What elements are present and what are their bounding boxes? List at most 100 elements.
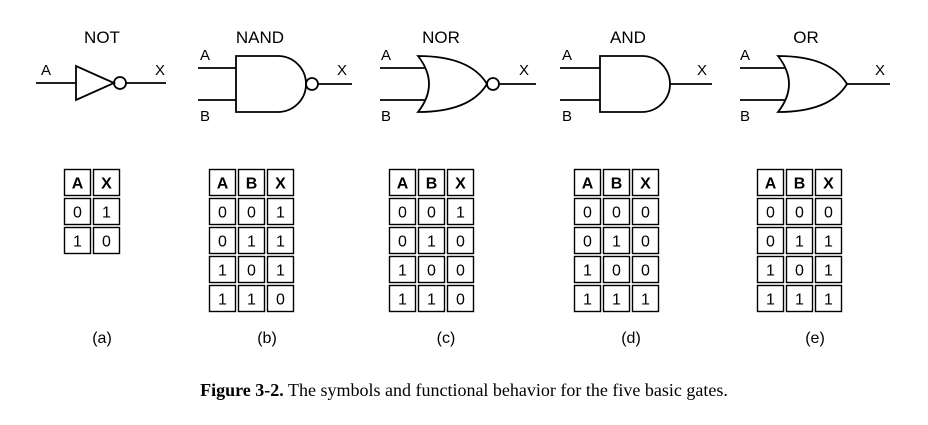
nor-input-b-label: B (381, 108, 391, 125)
table-cell: 1 (276, 205, 285, 222)
table-cell-border (631, 168, 660, 197)
table-cell: 0 (795, 263, 804, 280)
and-gate-symbol (560, 55, 712, 113)
table-cell-border (237, 255, 266, 284)
table-cell: 0 (102, 234, 111, 251)
table-cell: 1 (641, 292, 650, 309)
subfigure-label-c: (c) (437, 330, 456, 347)
and-input-b-label: B (562, 108, 572, 125)
table-cell: 1 (766, 263, 775, 280)
table-cell-border (785, 168, 814, 197)
table-cell: 0 (398, 205, 407, 222)
table-cell-border (237, 168, 266, 197)
table-cell: 0 (641, 263, 650, 280)
table-cell-border (756, 197, 785, 226)
table-cell: 1 (824, 234, 833, 251)
table-cell-border (814, 168, 843, 197)
not-input-a-label: A (41, 62, 51, 79)
table-cell: 1 (824, 263, 833, 280)
table-cell-border (266, 168, 295, 197)
table-cell-border (417, 284, 446, 313)
table-header-cell: X (455, 176, 466, 193)
table-cell-border (573, 284, 602, 313)
table-cell-border (388, 284, 417, 313)
table-cell: 0 (456, 263, 465, 280)
table-header-cell: X (640, 176, 651, 193)
table-header-cell: A (397, 176, 409, 193)
table-cell: 0 (247, 263, 256, 280)
table-cell-border (756, 226, 785, 255)
table-cell: 1 (276, 234, 285, 251)
table-cell: 1 (824, 292, 833, 309)
table-cell: 1 (276, 263, 285, 280)
table-cell-border (417, 255, 446, 284)
subfigure-label-a: (a) (92, 330, 112, 347)
gate-name-not: NOT (84, 28, 120, 47)
table-cell-border (446, 284, 475, 313)
table-cell-border (814, 255, 843, 284)
or-gate-symbol (740, 55, 890, 113)
table-cell-border (63, 197, 92, 226)
table-cell-border (417, 197, 446, 226)
gate-name-and: AND (610, 28, 646, 47)
table-cell-border (92, 226, 121, 255)
table-cell-border (266, 255, 295, 284)
table-cell: 0 (824, 205, 833, 222)
table-cell: 1 (766, 292, 775, 309)
table-cell: 0 (218, 234, 227, 251)
table-cell: 1 (247, 292, 256, 309)
table-cell: 0 (766, 205, 775, 222)
table-cell-border (814, 197, 843, 226)
table-cell-border (446, 226, 475, 255)
caption-text: The symbols and functional behavior for … (283, 380, 728, 400)
table-cell: 1 (583, 292, 592, 309)
table-cell-border (446, 168, 475, 197)
table-cell: 0 (583, 205, 592, 222)
table-cell: 0 (398, 234, 407, 251)
table-cell-border (208, 284, 237, 313)
table-cell-border (756, 284, 785, 313)
table-cell-border (208, 255, 237, 284)
table-cell-border (785, 226, 814, 255)
table-cell-border (756, 168, 785, 197)
table-header-cell: B (426, 176, 438, 193)
table-header-cell: X (101, 176, 112, 193)
table-cell-border (602, 284, 631, 313)
subfigure-label-d: (d) (621, 330, 641, 347)
table-cell-border (814, 226, 843, 255)
table-cell: 0 (641, 234, 650, 251)
figure-caption: Figure 3-2. The symbols and functional b… (0, 380, 928, 401)
table-cell-border (631, 255, 660, 284)
table-cell-border (266, 226, 295, 255)
table-cell-border (785, 255, 814, 284)
table-cell: 1 (795, 234, 804, 251)
table-cell: 0 (612, 205, 621, 222)
subfigure-label-b: (b) (257, 330, 277, 347)
table-header-cell: X (275, 176, 286, 193)
table-cell-border (208, 197, 237, 226)
table-cell-border (602, 197, 631, 226)
nand-output-x-label: X (337, 62, 347, 79)
table-cell: 1 (612, 292, 621, 309)
table-header-cell: B (611, 176, 623, 193)
table-cell-border (237, 197, 266, 226)
nand-gate-symbol (198, 55, 352, 113)
or-output-x-label: X (875, 62, 885, 79)
table-cell: 0 (427, 205, 436, 222)
table-cell-border (388, 255, 417, 284)
table-cell-border (602, 226, 631, 255)
table-cell-border (573, 255, 602, 284)
nand-input-a-label: A (200, 47, 210, 64)
table-cell: 1 (102, 205, 111, 222)
table-cell-border (446, 255, 475, 284)
table-cell: 0 (247, 205, 256, 222)
table-header-cell: A (765, 176, 777, 193)
table-cell: 0 (795, 205, 804, 222)
table-cell: 0 (641, 205, 650, 222)
table-cell-border (602, 255, 631, 284)
or-input-b-label: B (740, 108, 750, 125)
and-output-x-label: X (697, 62, 707, 79)
